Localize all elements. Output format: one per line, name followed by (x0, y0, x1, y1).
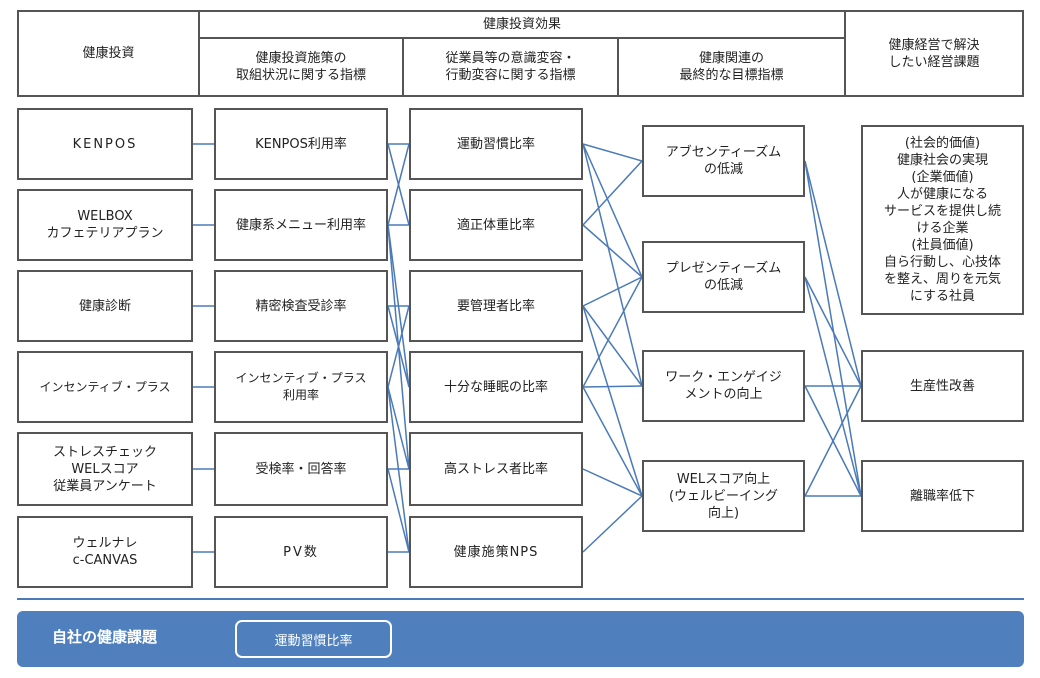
connector-line (582, 386, 643, 497)
header-management-issues: 健康経営で解決 したい経営課題 (888, 37, 980, 70)
header-divider (402, 37, 404, 97)
connector-line (582, 160, 643, 226)
issue-box-values: (社会的価値) 健康社会の実現 (企業価値) 人が健康になる サービスを提供し続… (861, 125, 1024, 315)
investment-box-incentive-plus: インセンティブ・プラス (17, 351, 193, 423)
connector-line (582, 143, 643, 162)
behavior-box-nps: 健康施策NPS (409, 516, 583, 588)
exercise-ratio-button[interactable]: 運動習慣比率 (235, 620, 392, 658)
goal-box-engagement: ワーク・エンゲイジ メントの向上 (642, 350, 805, 422)
connector-line (582, 305, 643, 387)
company-health-issue-bar (17, 611, 1024, 667)
investment-box-health-checkup: 健康診断 (17, 270, 193, 342)
behavior-box-weight: 適正体重比率 (409, 189, 583, 261)
company-health-issue-title: 自社の健康課題 (52, 628, 158, 646)
connector-line (582, 468, 643, 497)
connector-line (582, 143, 643, 387)
goal-box-wel-score: WELスコア向上 (ウェルビーイング 向上) (642, 460, 805, 532)
investment-box-wellnare: ウェルナレ c-CANVAS (17, 516, 193, 588)
measure-box-response-rate: 受検率・回答率 (214, 432, 388, 506)
measure-box-kenpos-usage: KENPOS利用率 (214, 108, 388, 180)
header-divider (198, 10, 200, 97)
connector-line (582, 385, 643, 388)
measure-box-health-menu-usage: 健康系メニュー利用率 (214, 189, 388, 261)
connector-line (582, 224, 643, 278)
connector-line (582, 495, 643, 553)
header-table (17, 10, 1024, 97)
investment-box-kenpos: KENPOS (17, 108, 193, 180)
investment-box-welbox: WELBOX カフェテリアプラン (17, 189, 193, 261)
connector-line (387, 468, 410, 553)
issue-box-productivity: 生産性改善 (861, 350, 1024, 422)
measure-box-incentive-usage: インセンティブ・プラス 利用率 (214, 351, 388, 423)
connector-line (387, 386, 410, 553)
connector-line (804, 160, 862, 387)
connector-line (387, 386, 410, 470)
connector-line (387, 143, 410, 226)
goal-box-absenteeism: アブセンティーズム の低減 (642, 125, 805, 197)
issue-box-turnover: 離職率低下 (861, 460, 1024, 532)
header-divider (617, 37, 619, 97)
connector-line (582, 276, 643, 388)
connector-line (582, 305, 643, 497)
connector-line (582, 276, 643, 307)
behavior-box-sleep: 十分な睡眠の比率 (409, 351, 583, 423)
header-measure-indicators: 健康投資施策の 取組状況に関する指標 (235, 51, 366, 83)
measure-box-pv-count: PV数 (214, 516, 388, 588)
connector-line (804, 160, 862, 497)
header-effects: 健康投資効果 (482, 17, 561, 32)
behavior-box-managed-persons: 要管理者比率 (409, 270, 583, 342)
connector-line (582, 143, 643, 278)
header-investment: 健康投資 (82, 46, 135, 61)
header-divider (198, 37, 846, 39)
header-goal-indicators: 健康関連の 最終的な目標指標 (679, 51, 784, 83)
goal-box-presenteeism: プレゼンティーズム の低減 (642, 241, 805, 313)
behavior-box-exercise: 運動習慣比率 (409, 108, 583, 180)
connector-line (804, 276, 862, 387)
investment-box-stress-check: ストレスチェック WELスコア 従業員アンケート (17, 432, 193, 506)
connector-line (387, 224, 410, 470)
header-behavior-indicators: 従業員等の意識変容・ 行動変容に関する指標 (445, 51, 576, 83)
header-divider (844, 10, 846, 97)
footer-divider (17, 598, 1024, 600)
behavior-box-high-stress: 高ストレス者比率 (409, 432, 583, 506)
connector-line (804, 385, 862, 497)
measure-box-detailed-exam-rate: 精密検査受診率 (214, 270, 388, 342)
